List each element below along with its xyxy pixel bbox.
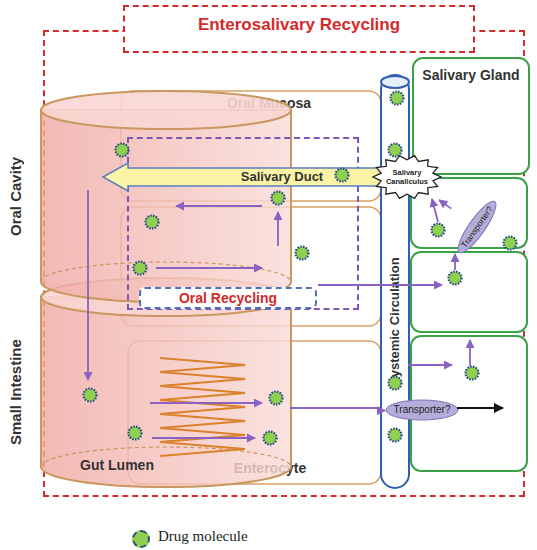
region-label: Salivary Gland bbox=[412, 67, 530, 83]
drug-molecule bbox=[449, 272, 462, 285]
legend-swatch bbox=[132, 530, 150, 548]
transport-arrow bbox=[457, 407, 503, 409]
region-label: Small Intestine bbox=[7, 287, 27, 497]
group-label: Oral Recycling bbox=[139, 287, 317, 309]
gland-cell bbox=[411, 252, 527, 332]
recycling-frame: Enterosalivary RecyclingOral CavityOral … bbox=[43, 30, 525, 497]
drug-molecule bbox=[432, 224, 445, 237]
oral-recycling-box: Oral Recycling bbox=[127, 137, 359, 310]
region-label: Systemic Circulation bbox=[380, 252, 410, 392]
transporter-ellipse: Transporter? bbox=[385, 399, 459, 421]
salivary-gland-cell: Salivary Gland bbox=[412, 57, 530, 175]
duct-label: Salivary Duct bbox=[212, 162, 352, 192]
flow-arrow bbox=[432, 199, 438, 222]
oral-cavity-cylinder: Oral Cavity bbox=[40, 90, 292, 302]
flow-arrow bbox=[454, 254, 456, 270]
legend-text: Drug molecule bbox=[158, 528, 248, 545]
transporter-label: Transporter? bbox=[385, 399, 459, 421]
star-label: Salivary Canaliculus bbox=[384, 163, 430, 191]
transporter-label: Transporter? bbox=[451, 196, 502, 259]
drug-molecule bbox=[504, 237, 517, 250]
transporter-ellipse: Transporter? bbox=[451, 196, 502, 259]
flow-connector bbox=[439, 200, 451, 209]
flow-arrow bbox=[469, 340, 471, 366]
drug-molecule bbox=[466, 367, 479, 380]
region-label: Oral Cavity bbox=[7, 90, 27, 302]
lumen-label: Gut Lumen bbox=[67, 457, 167, 473]
canaliculus-star: Salivary Canaliculus bbox=[372, 154, 442, 200]
cylinder-shape bbox=[40, 90, 292, 302]
frame-title: Enterosalivary Recycling bbox=[123, 5, 475, 53]
flow-arrow bbox=[408, 364, 452, 366]
circulation-tube: Systemic Circulation bbox=[380, 74, 410, 489]
salivary-duct-arrow: Salivary Duct bbox=[102, 162, 407, 192]
